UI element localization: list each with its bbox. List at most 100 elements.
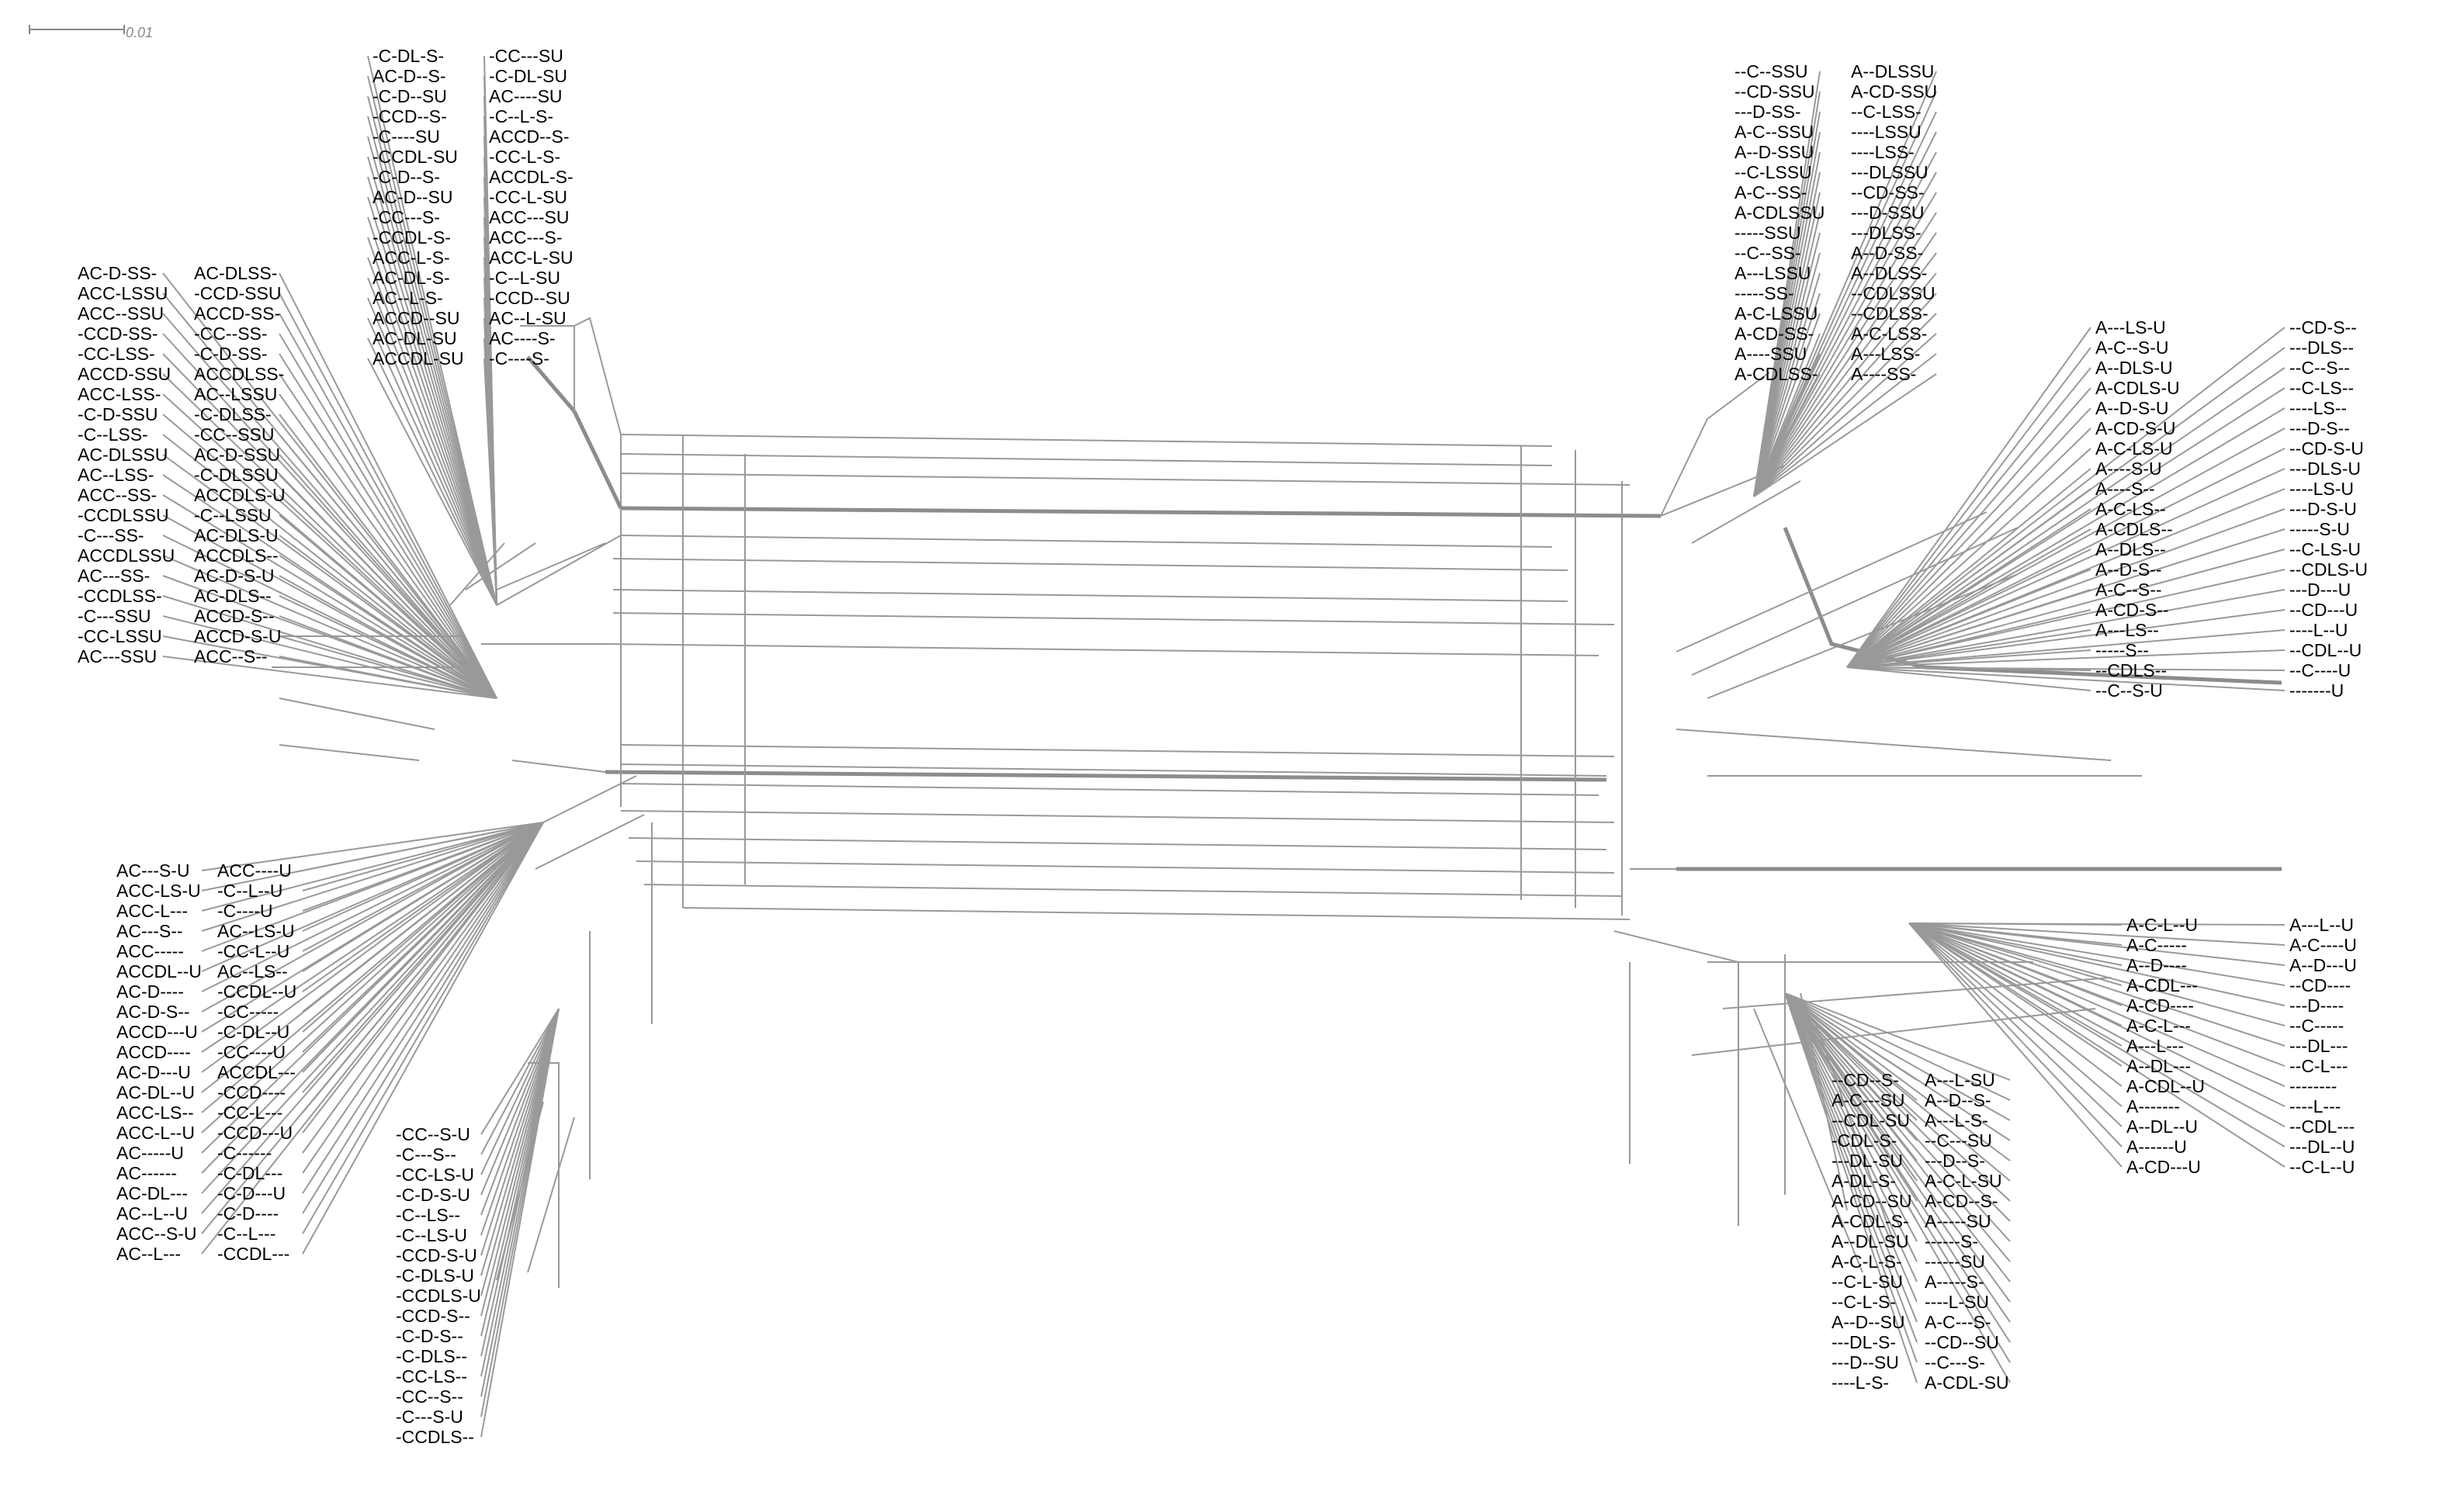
taxon-label: ----L--U: [2289, 620, 2348, 640]
taxon-label: --CDLSSU: [1851, 283, 1936, 303]
network-edge: [480, 1008, 560, 1196]
network-edge: [302, 822, 544, 871]
taxon-label: A--D-S--: [2095, 559, 2162, 580]
taxon-label: AC--L---: [116, 1244, 181, 1264]
taxon-label: ACCD-S--: [194, 606, 275, 626]
taxon-label: --C-LSS-: [1851, 102, 1922, 122]
network-edge: [1753, 252, 1821, 497]
taxon-label: -CC-----: [217, 1002, 279, 1022]
taxon-label: ACC--S--: [194, 646, 268, 666]
taxon-label: -C---S--: [396, 1144, 456, 1165]
taxon-label: ---DLSS-: [1851, 223, 1922, 243]
taxon-label: --CD----: [2289, 975, 2351, 995]
network-edge: [367, 277, 497, 606]
taxon-label: -C-DLS--: [396, 1346, 467, 1366]
taxon-label: A-CDL-S-: [1832, 1211, 1909, 1231]
taxon-label: --CDL---: [2289, 1116, 2355, 1137]
taxon-label: ---DL--U: [2289, 1137, 2355, 1157]
network-edge: [302, 822, 544, 1073]
network-edge: [1846, 367, 2091, 668]
taxon-label: AC--LS--: [217, 961, 288, 981]
network-edge: [201, 822, 544, 1113]
network-edge: [1784, 992, 2011, 1081]
taxon-label: AC-DL--U: [116, 1082, 195, 1103]
taxon-label: A-C-LSS-: [1851, 324, 1927, 344]
taxon-label: ACC---SU: [489, 207, 570, 227]
network-edge: [1846, 666, 2286, 671]
taxon-label: ----LS-U: [2289, 479, 2354, 499]
network-edge: [1846, 528, 2286, 668]
taxon-label: A--D-S-U: [2095, 398, 2169, 418]
taxon-label: ACCDL--U: [116, 961, 202, 981]
network-edge: [1846, 448, 2091, 668]
taxon-label: A-CD--S-: [1925, 1191, 1998, 1211]
taxon-label: A--DL---: [2126, 1056, 2191, 1076]
network-edge: [480, 1008, 560, 1216]
taxon-label: AC-DLSS-: [194, 263, 277, 283]
network-edge: [367, 297, 497, 606]
taxon-label: ACCD----: [116, 1042, 191, 1062]
network-edge: [279, 454, 497, 699]
network-edge: [1846, 407, 2091, 668]
taxon-label: --C--SSU: [1735, 61, 1808, 81]
taxon-label: --C-LSSU: [1735, 162, 1812, 182]
taxon-label: -CCDLSSU: [78, 505, 169, 525]
network-edge: [1784, 992, 1918, 1283]
network-edge: [367, 95, 497, 606]
taxon-label: ACC--S-U: [116, 1224, 197, 1244]
network-edge: [1784, 992, 2011, 1262]
taxon-label: -CCD---U: [217, 1123, 293, 1143]
network-edge: [367, 75, 497, 606]
taxon-label: AC-D--S-: [373, 66, 446, 86]
network-edge: [1846, 327, 2091, 668]
network-edge: [279, 353, 497, 699]
taxon-label: -C-D---U: [217, 1183, 286, 1203]
network-edge: [201, 822, 544, 871]
network-edge: [279, 414, 497, 699]
taxon-label: --C---SU: [1925, 1130, 1992, 1151]
taxon-label: ACC-L---: [116, 901, 188, 921]
taxon-label: --CD-S--: [2289, 317, 2357, 338]
network-edge: [162, 494, 497, 699]
network-edge: [1908, 923, 2286, 1026]
taxon-label: ----LS--: [2289, 398, 2347, 418]
network-edge: [279, 635, 497, 699]
taxon-label: ACCDLS--: [194, 545, 279, 566]
taxon-label: -C-DL-SU: [489, 66, 567, 86]
taxon-label: ACCD---U: [116, 1022, 198, 1042]
taxon-label: ACC-L--U: [116, 1123, 195, 1143]
taxon-label: A-C---SU: [1832, 1090, 1905, 1110]
taxon-label: -CC-LS-U: [396, 1165, 474, 1185]
taxon-label: -C-DLSS-: [194, 404, 272, 424]
network-edge: [1784, 992, 2011, 1121]
network-edge: [279, 595, 497, 699]
taxon-label: A-C-----: [2126, 935, 2187, 955]
network-edge: [480, 1008, 560, 1135]
taxon-label: A-CDLS--: [2095, 519, 2173, 539]
network-edge: [1784, 992, 1918, 1383]
taxon-label: A-CDLSSU: [1735, 203, 1825, 223]
network-edge: [302, 822, 544, 891]
taxon-label: -C-D--SU: [373, 86, 447, 106]
taxon-label: --C-L-SU: [1832, 1272, 1903, 1292]
taxon-label: --C---S-: [1925, 1352, 1985, 1373]
taxon-label: --C--SS-: [1735, 243, 1801, 263]
network-edge: [302, 822, 544, 972]
network-edge: [367, 156, 497, 606]
network-edge: [302, 822, 544, 1255]
network-edge: [480, 1008, 560, 1256]
taxon-label: ---D-SSU: [1851, 203, 1925, 223]
taxon-label: --C--S-U: [2095, 680, 2163, 701]
network-edge: [1753, 272, 1821, 497]
taxon-label: A-CD----: [2126, 995, 2194, 1016]
taxon-label: -CCDLS--: [396, 1427, 474, 1447]
taxon-label: A---L-SU: [1925, 1070, 1995, 1090]
taxon-label: A--D---U: [2289, 955, 2357, 975]
taxon-label: A-CD-S-U: [2095, 418, 2176, 438]
network-edge: [1908, 923, 2286, 986]
network-edge: [1846, 666, 2091, 691]
taxon-label: AC-D----: [116, 981, 184, 1002]
taxon-label: A-CDL--U: [2126, 1076, 2205, 1096]
taxon-label: -CCDL---: [217, 1244, 289, 1264]
taxon-label: -CCD-S--: [396, 1306, 470, 1326]
